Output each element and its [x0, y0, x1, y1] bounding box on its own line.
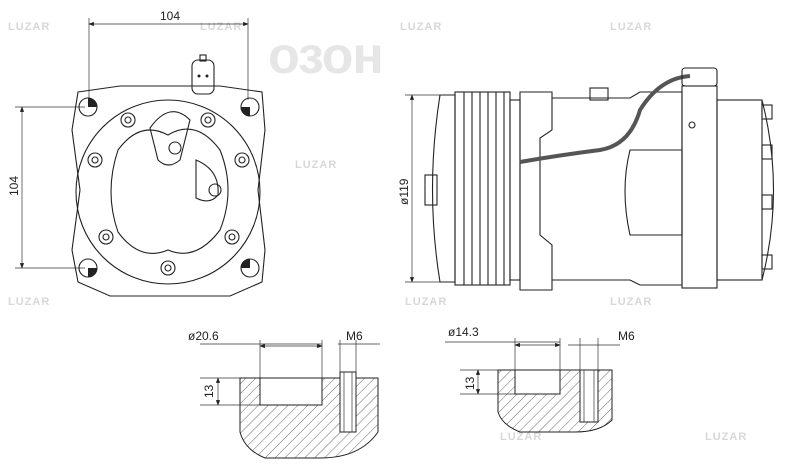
watermark-logo: LUZAR: [610, 21, 652, 33]
front-view: 104 104: [7, 9, 266, 297]
front-height-dimension: 104: [7, 176, 21, 196]
left-thread-dimension: M6: [346, 329, 363, 343]
watermark-logo: LUZAR: [295, 159, 337, 171]
side-connector: [681, 67, 718, 87]
mounting-bolts: [78, 97, 260, 278]
watermarks: LUZAR LUZAR LUZAR LUZAR LUZAR LUZAR LUZA…: [8, 21, 747, 443]
ozon-watermark: озон: [268, 27, 384, 85]
left-bore-dimension: ø20.6: [188, 329, 219, 343]
right-thread-dimension: M6: [618, 329, 635, 343]
watermark-logo: LUZAR: [705, 431, 747, 443]
watermark-logo: LUZAR: [400, 21, 442, 33]
left-depth-dimension: 13: [202, 384, 216, 398]
watermark-logo: LUZAR: [8, 296, 50, 308]
watermark-logo: LUZAR: [200, 21, 242, 33]
watermark-logo: LUZAR: [610, 296, 652, 308]
right-bore-dimension: ø14.3: [448, 325, 479, 339]
right-depth-dimension: 13: [463, 376, 477, 390]
watermark-logo: LUZAR: [8, 21, 50, 33]
detail-right: ø14.3 M6 13: [445, 325, 635, 433]
front-width-dimension: 104: [160, 9, 180, 23]
pulley-grooves: [463, 92, 505, 285]
connector-cable: [519, 74, 691, 164]
rear-bolts: [761, 104, 773, 270]
detail-left: ø20.6 M6 13: [188, 329, 380, 459]
watermark-logo: LUZAR: [405, 296, 447, 308]
pulley-diameter-dimension: ø119: [397, 178, 411, 205]
electrical-connector: [191, 54, 215, 95]
side-view: ø119: [397, 67, 775, 291]
watermark-logo: LUZAR: [500, 431, 542, 443]
